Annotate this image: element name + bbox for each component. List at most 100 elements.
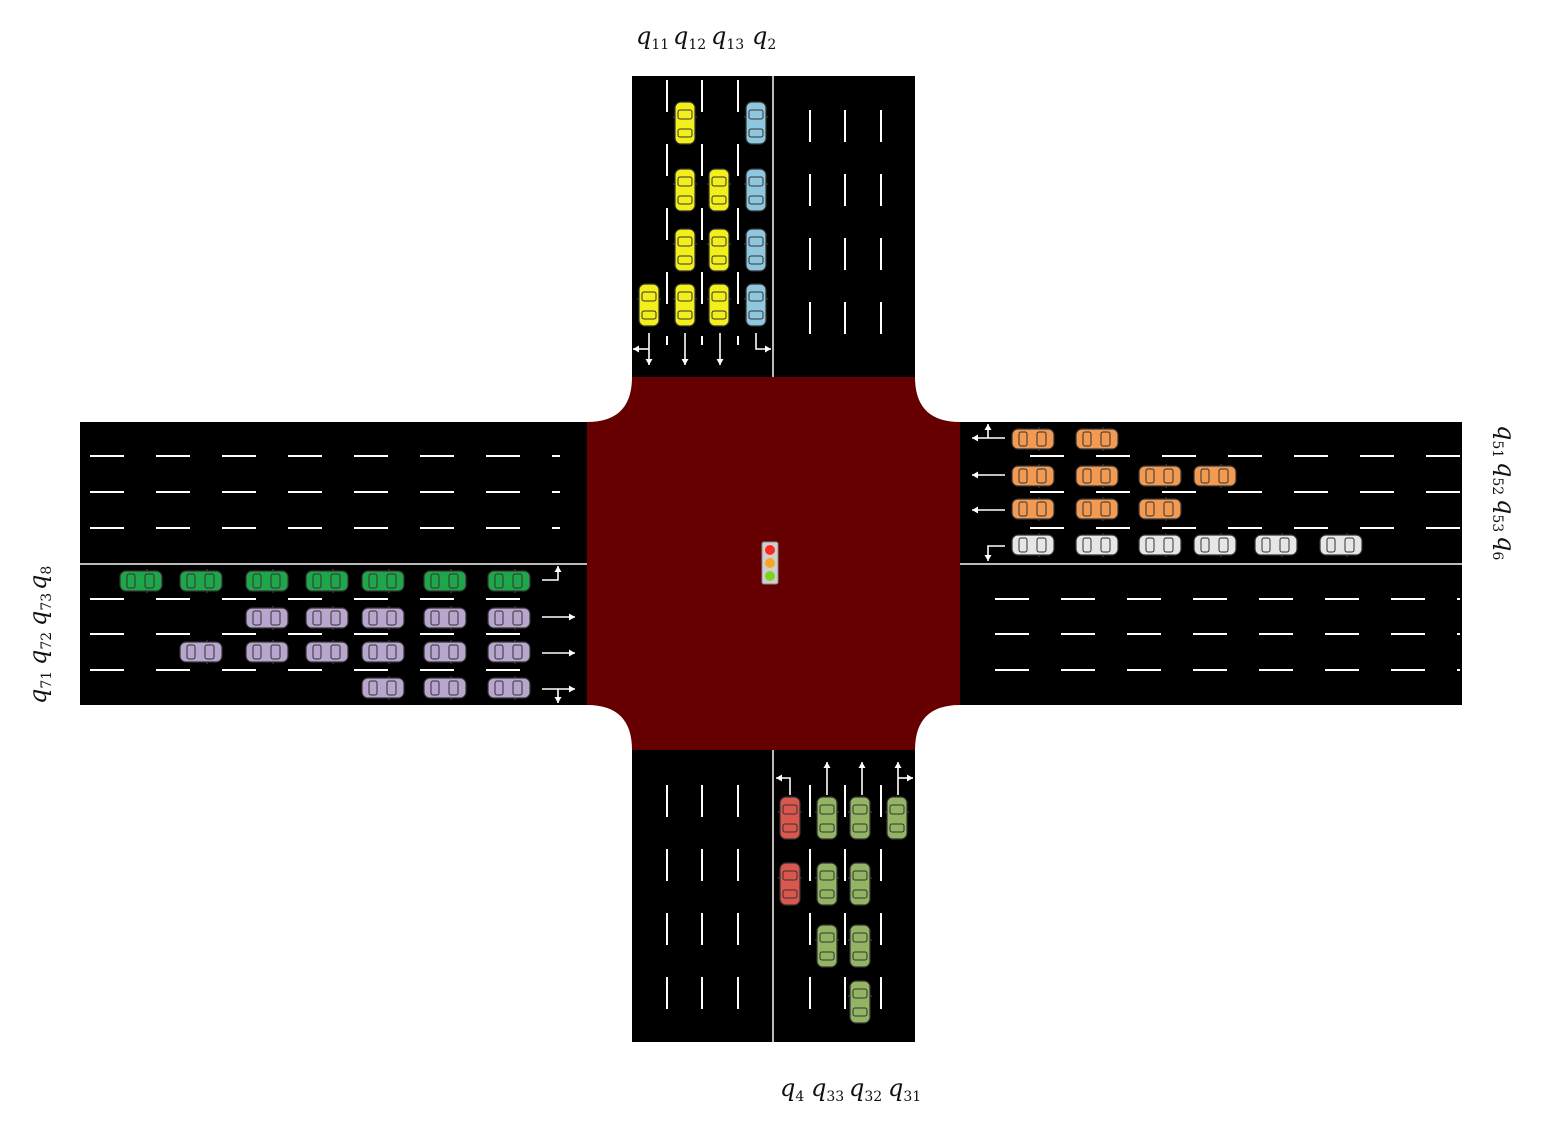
car-icon — [305, 606, 349, 630]
light-red — [765, 545, 775, 555]
car-icon — [848, 924, 872, 968]
car-icon — [487, 640, 531, 664]
car-icon — [673, 101, 697, 145]
car-icon — [245, 569, 289, 593]
car-icon — [707, 283, 731, 327]
car-icon — [1193, 533, 1237, 557]
label-q12: q12 — [673, 22, 707, 53]
car-icon — [1138, 497, 1182, 521]
arrow-icon — [823, 762, 831, 768]
arrow-icon — [569, 649, 575, 657]
car-icon — [361, 640, 405, 664]
label-q13: q13 — [711, 22, 745, 53]
arrow-icon — [569, 613, 575, 621]
arrow-icon — [633, 345, 639, 353]
traffic-light-icon — [761, 541, 779, 585]
car-icon — [1075, 497, 1119, 521]
label-q32: q32 — [849, 1074, 883, 1105]
car-icon — [361, 676, 405, 700]
car-icon — [1075, 427, 1119, 451]
car-icon — [179, 569, 223, 593]
car-icon — [361, 606, 405, 630]
arrow-icon — [776, 774, 782, 782]
arrow-icon — [984, 555, 992, 561]
queued-vehicles — [119, 101, 1363, 1024]
arrow-icon — [858, 762, 866, 768]
arrow-icon — [681, 359, 689, 365]
car-icon — [1254, 533, 1298, 557]
lane-markings — [80, 76, 1462, 1042]
car-icon — [673, 228, 697, 272]
car-icon — [1193, 464, 1237, 488]
car-icon — [487, 676, 531, 700]
car-icon — [673, 283, 697, 327]
arrow-icon — [972, 434, 978, 442]
arrow-icon — [984, 424, 992, 430]
car-icon — [637, 283, 661, 327]
car-icon — [815, 924, 839, 968]
car-icon — [673, 168, 697, 212]
car-icon — [707, 228, 731, 272]
car-icon — [487, 606, 531, 630]
label-q51: q51 — [1489, 425, 1520, 459]
car-icon — [245, 640, 289, 664]
car-icon — [848, 796, 872, 840]
label-q8: q8 — [24, 565, 55, 590]
car-icon — [423, 606, 467, 630]
car-icon — [1075, 464, 1119, 488]
car-icon — [1011, 497, 1055, 521]
label-q72: q72 — [24, 631, 55, 665]
arrow-icon — [765, 345, 771, 353]
car-icon — [744, 168, 768, 212]
label-q31: q31 — [888, 1074, 922, 1105]
lane-arrows — [542, 333, 1005, 795]
label-q6: q6 — [1489, 536, 1520, 561]
car-icon — [848, 980, 872, 1024]
car-icon — [1011, 427, 1055, 451]
car-icon — [848, 862, 872, 906]
light-green — [765, 571, 775, 581]
car-icon — [1011, 533, 1055, 557]
car-icon — [885, 796, 909, 840]
car-icon — [744, 228, 768, 272]
arrow-icon — [716, 359, 724, 365]
arrow-icon — [554, 697, 562, 703]
car-icon — [1319, 533, 1363, 557]
car-icon — [305, 640, 349, 664]
car-icon — [1011, 464, 1055, 488]
car-icon — [1138, 533, 1182, 557]
arrow-icon — [972, 506, 978, 514]
label-q71: q71 — [24, 670, 55, 704]
car-icon — [423, 569, 467, 593]
label-q4: q4 — [780, 1074, 805, 1105]
car-icon — [423, 676, 467, 700]
car-icon — [778, 862, 802, 906]
arrow-icon — [569, 685, 575, 693]
car-icon — [744, 101, 768, 145]
car-icon — [119, 569, 163, 593]
car-icon — [361, 569, 405, 593]
car-icon — [245, 606, 289, 630]
label-q53: q53 — [1489, 499, 1520, 533]
car-icon — [1138, 464, 1182, 488]
light-yellow — [765, 558, 775, 568]
arrow-icon — [554, 566, 562, 572]
arrow-icon — [894, 762, 902, 768]
arrow-icon — [972, 471, 978, 479]
label-q52: q52 — [1489, 462, 1520, 496]
label-q73: q73 — [24, 592, 55, 626]
car-icon — [744, 283, 768, 327]
car-icon — [815, 796, 839, 840]
arrow-icon — [645, 359, 653, 365]
car-icon — [423, 640, 467, 664]
car-icon — [305, 569, 349, 593]
label-q11: q11 — [636, 22, 670, 53]
label-q2: q2 — [752, 22, 777, 53]
car-icon — [179, 640, 223, 664]
car-icon — [1075, 533, 1119, 557]
car-icon — [815, 862, 839, 906]
car-icon — [778, 796, 802, 840]
car-icon — [487, 569, 531, 593]
label-q33: q33 — [811, 1074, 845, 1105]
